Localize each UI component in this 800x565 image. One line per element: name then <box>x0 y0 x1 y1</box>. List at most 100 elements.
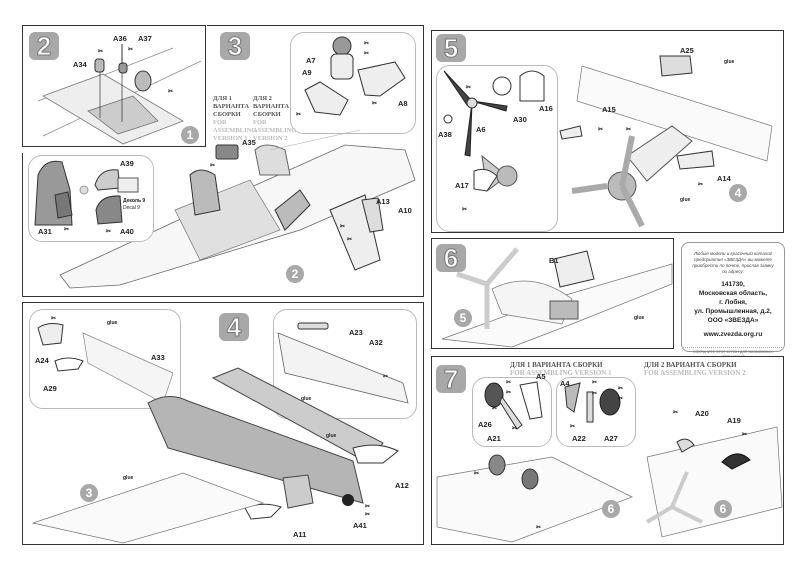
part-label: A7 <box>306 56 316 65</box>
glue-icon: ✂ <box>128 47 134 53</box>
glue-icon: ✂ <box>364 51 370 57</box>
address-line: ул. Промышленная, д.2, <box>694 308 772 315</box>
step-6-illustration <box>441 247 673 348</box>
glue-burst-icon: glue <box>724 59 735 65</box>
version-text: ASSEMBLING <box>213 127 257 134</box>
part-label: A22 <box>572 434 586 443</box>
glue-icon: ✂ <box>210 163 216 169</box>
part-label: A15 <box>602 105 616 114</box>
version-text: СБОРКИ <box>253 111 281 118</box>
part-label: A19 <box>727 416 741 425</box>
part-label: A35 <box>242 138 256 147</box>
decal-label-en: Decal 9 <box>123 205 140 211</box>
glue-burst-icon: glue <box>123 475 134 481</box>
glue-icon: ✂ <box>466 85 472 91</box>
glue-burst-icon: glue <box>634 315 645 321</box>
part-label: A29 <box>43 384 57 393</box>
glue-icon: ✂ <box>592 391 598 397</box>
version-header-ru: ДЛЯ 2 ВАРИАНТА СБОРКИ <box>644 361 737 369</box>
part-label: A30 <box>513 115 527 124</box>
part-label: A12 <box>395 481 409 490</box>
version-text: VERSION 1 <box>213 135 248 142</box>
address-line: г. Лобня, <box>719 299 747 306</box>
glue-icon: ✂ <box>365 504 371 510</box>
glue-icon: ✂ <box>592 380 598 386</box>
previous-step-badge: 3 <box>80 484 98 502</box>
glue-burst-icon: glue <box>107 320 118 326</box>
mail-order-coupon: Любые модели и красочный каталог предпри… <box>681 242 785 359</box>
glue-icon: ✂ <box>296 112 302 118</box>
part-label: A21 <box>487 434 501 443</box>
previous-step-badge: 2 <box>286 265 304 283</box>
glue-icon: ✂ <box>372 101 378 107</box>
version-2-header: ДЛЯ 2 ВАРИАНТА СБОРКИ FOR ASSEMBLING VER… <box>644 361 746 377</box>
glue-icon: ✂ <box>673 410 679 416</box>
decal-label-ru: Деколь 9 <box>123 198 146 204</box>
part-label: A14 <box>717 174 731 183</box>
step-2-panel: 2 A34 A36 A37 ✂ ✂ ✂ 1 <box>22 25 206 147</box>
step-7-panel: 7 ДЛЯ 1 ВАРИАНТА СБОРКИ FOR ASSEMBLING V… <box>431 356 784 545</box>
glue-icon: ✂ <box>598 127 604 133</box>
glue-burst-icon: glue <box>680 197 691 203</box>
step-4-illustration <box>31 322 409 544</box>
glue-icon: ✂ <box>698 182 704 188</box>
glue-icon: ✂ <box>626 127 632 133</box>
glue-icon: ✂ <box>64 227 70 233</box>
glue-icon: ✂ <box>365 512 371 518</box>
step-number: 5 <box>436 34 466 63</box>
part-label: A24 <box>35 356 49 365</box>
coupon-intro: Любые модели и красочный каталог предпри… <box>692 251 774 274</box>
part-label: A37 <box>138 34 152 43</box>
part-label: A20 <box>695 409 709 418</box>
part-label: A10 <box>398 206 412 215</box>
version-text: FOR <box>253 119 267 126</box>
part-label: A32 <box>369 338 383 347</box>
address-line: 141730, <box>721 281 745 288</box>
step-number: 3 <box>220 32 250 61</box>
part-label: A31 <box>38 227 52 236</box>
step-6-panel: 6 B1 glue 5 <box>431 238 674 349</box>
glue-icon: ✂ <box>106 229 112 235</box>
glue-burst-icon: glue <box>301 396 312 402</box>
part-label: A4 <box>560 379 570 388</box>
version-header-en: FOR ASSEMBLING VERSION 2 <box>644 369 746 377</box>
glue-icon: ✂ <box>462 207 468 213</box>
glue-icon: ✂ <box>506 390 512 396</box>
address-line: ООО «ЗВЕЗДА» <box>707 317 759 324</box>
part-label: A26 <box>478 420 492 429</box>
version-text: ВАРИАНТА <box>253 103 290 110</box>
step-number: 4 <box>219 313 249 342</box>
part-label: A8 <box>398 99 408 108</box>
version-text: ВАРИАНТА <box>213 103 250 110</box>
version-text: ASSEMBLING <box>253 127 297 134</box>
part-label: A23 <box>349 328 363 337</box>
step-7-illustration <box>436 381 783 543</box>
part-label: A25 <box>680 46 694 55</box>
version-1-header: ДЛЯ 1 ВАРИАНТА СБОРКИ FOR ASSEMBLING VER… <box>510 361 612 377</box>
glue-icon: ✂ <box>618 396 624 402</box>
version-text: VERSION 2 <box>253 135 288 142</box>
part-label: A6 <box>476 125 486 134</box>
part-label: A9 <box>302 68 312 77</box>
version-2-note: ДЛЯ 2 ВАРИАНТА СБОРКИ FOR ASSEMBLING VER… <box>253 95 296 143</box>
part-label: A5 <box>536 372 546 381</box>
previous-step-badge: 6 <box>714 500 732 518</box>
glue-icon: ✂ <box>168 89 174 95</box>
glue-icon: ✂ <box>340 224 346 230</box>
website-link[interactable]: www.zvezda.org.ru <box>703 331 763 338</box>
address-line: Московская область, <box>698 290 768 297</box>
part-label: A11 <box>293 530 307 539</box>
glue-icon: ✂ <box>347 237 353 243</box>
part-label: A36 <box>113 34 127 43</box>
glue-icon: ✂ <box>51 316 57 322</box>
glue-icon: ✂ <box>474 471 480 477</box>
coupon-address: 141730, Московская область, г. Лобня, ул… <box>682 280 784 325</box>
glue-icon: ✂ <box>512 426 518 432</box>
version-header-ru: ДЛЯ 1 ВАРИАНТА СБОРКИ <box>510 361 603 369</box>
glue-icon: ✂ <box>570 424 576 430</box>
previous-step-badge: 5 <box>454 309 472 327</box>
glue-icon: ✂ <box>618 386 624 392</box>
step-number: 2 <box>29 32 59 61</box>
